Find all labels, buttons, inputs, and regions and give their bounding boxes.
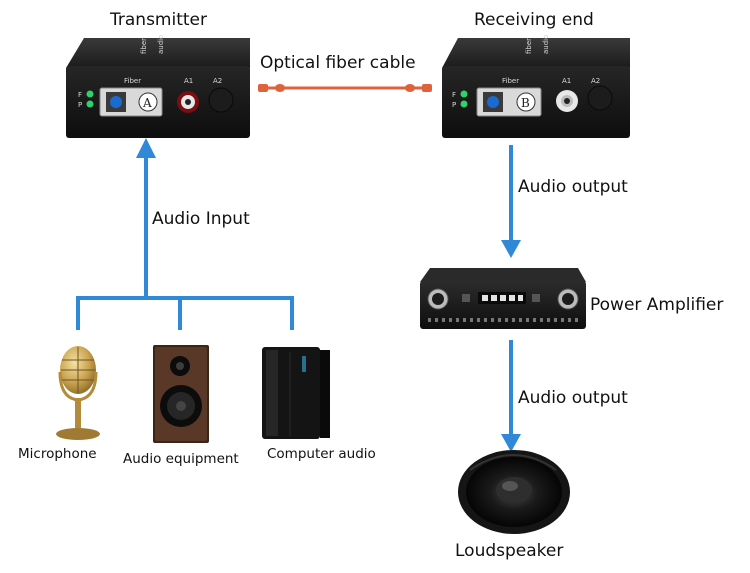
tx-a2-label: A2 — [213, 77, 222, 85]
audio-equipment-label: Audio equipment — [123, 451, 239, 467]
rx-port-letter: B — [521, 96, 530, 110]
tx-led-p-label: P — [78, 101, 82, 109]
microphone-icon — [56, 346, 100, 440]
rx-a1-label: A1 — [562, 77, 571, 85]
computer-audio-icon — [262, 347, 330, 439]
power-amplifier-icon — [420, 268, 586, 329]
fiber-cable-icon — [258, 84, 432, 92]
audio-input-connector — [76, 150, 294, 330]
loudspeaker-label: Loudspeaker — [455, 541, 564, 561]
audio-equipment-icon — [153, 345, 209, 443]
audio-input-label: Audio Input — [152, 209, 250, 229]
audio-output-arrow-1 — [501, 145, 521, 258]
receiver-device: fiber audio F P Fiber B A1 A2 — [442, 35, 630, 138]
led-p-icon — [86, 100, 94, 108]
audio-output-label-2: Audio output — [518, 388, 628, 408]
svg-text:audio: audio — [542, 35, 550, 54]
rx-fiber-label: Fiber — [502, 77, 519, 85]
rx-led-f-icon — [460, 90, 468, 98]
computer-audio-label: Computer audio — [267, 446, 376, 462]
svg-text:audio: audio — [157, 35, 165, 54]
rx-led-f-label: F — [452, 91, 456, 99]
fiber-cable-label: Optical fiber cable — [260, 53, 416, 73]
microphone-label: Microphone — [18, 446, 97, 462]
loudspeaker-icon — [458, 450, 570, 534]
audio-output-label-1: Audio output — [518, 177, 628, 197]
tx-led-f-label: F — [78, 91, 82, 99]
tx-fiber-label: Fiber — [124, 77, 141, 85]
audio-output-arrow-2 — [501, 340, 521, 452]
transmitter-title: Transmitter — [110, 10, 207, 30]
rx-led-p-icon — [460, 100, 468, 108]
rx-a2-label: A2 — [591, 77, 600, 85]
receiver-title: Receiving end — [474, 10, 594, 30]
tx-port-letter: A — [142, 96, 152, 110]
power-amplifier-label: Power Amplifier — [590, 295, 724, 315]
svg-text:fiber: fiber — [140, 38, 148, 54]
led-f-icon — [86, 90, 94, 98]
audio-input-arrowhead-icon — [136, 138, 156, 158]
rx-led-p-label: P — [452, 101, 456, 109]
tx-a1-label: A1 — [184, 77, 193, 85]
svg-text:fiber: fiber — [525, 38, 533, 54]
transmitter-device: fiber audio F P Fiber A A1 A2 — [66, 35, 250, 138]
